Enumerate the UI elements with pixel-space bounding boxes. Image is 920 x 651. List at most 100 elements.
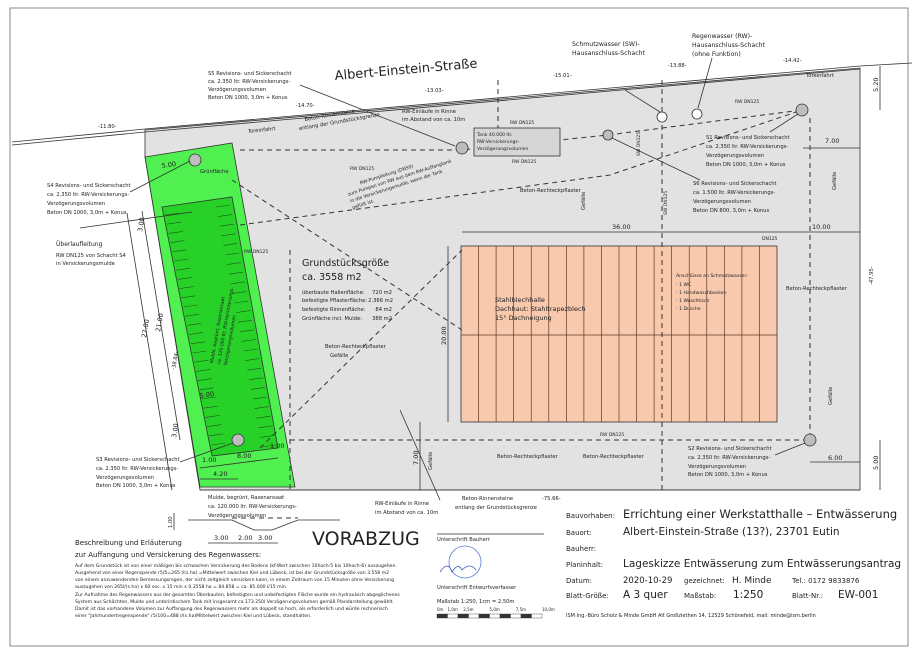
svg-text:Verzögerungsvolumen: Verzögerungsvolumen [47,201,105,207]
slope-hatch [250,387,266,390]
svg-text:Verzögerungsvolumen: Verzögerungsvolumen [706,153,764,159]
scale-segment [531,613,543,619]
label-green-area: Grünfläche [200,169,229,175]
slope-hatch [239,329,254,333]
svg-text:A 3 quer: A 3 quer [623,589,668,601]
svg-text:S1 Revisions- und Sickerschach: S1 Revisions- und Sickerschacht [706,135,790,141]
title-block: Bauvorhaben: Errichtung einer Werkstatth… [566,507,901,619]
slope-hatch [170,240,185,243]
slope-hatch [198,378,213,381]
scale-segment [520,613,532,619]
slope-hatch [166,221,181,225]
svg-text:überbaute Hallenfläche:: überbaute Hallenfläche: [302,290,365,296]
slope-hatch [249,377,264,381]
label-slope: Gefälle [581,192,587,210]
shaft-s3 [231,433,245,447]
label-slope: Gefälle [428,452,434,470]
svg-text:-47.95-: -47.95- [869,266,875,285]
svg-text:Maßstab 1:250, 1cm = 2,50m: Maßstab 1:250, 1cm = 2,50m [437,599,514,605]
svg-text:auszugehen von 265l/(s.ha) x 6: auszugehen von 265l/(s.ha) x 60 sec. x 1… [75,584,287,590]
svg-text:4.20: 4.20 [213,470,227,478]
slope-hatch [187,323,202,326]
slope-hatch [207,424,222,427]
scale-tick-label: 1,0m [448,607,458,612]
svg-text:Dachhaut: Stahltrapezblech: Dachhaut: Stahltrapezblech [495,305,586,313]
svg-text:S5 Revisions- und Sickerschach: S5 Revisions- und Sickerschacht [208,71,292,77]
svg-text:im Abstand von ca. 10m: im Abstand von ca. 10m [402,117,465,123]
slope-hatch [215,204,231,208]
svg-text:27.00: 27.00 [140,319,151,339]
svg-text:von einem anzuwendenden Bemess: von einem anzuwendenden Bemessungsregen,… [75,577,394,583]
svg-text:RW DN125 von Schacht S4: RW DN125 von Schacht S4 [56,253,127,259]
svg-text:Beton DN 800, 3,0m + Konus: Beton DN 800, 3,0m + Konus [693,208,769,214]
shaft-sw-house [656,111,668,123]
svg-text:Hausanschluss-Schacht: Hausanschluss-Schacht [572,50,646,57]
svg-text:Regenwasser (RW)-: Regenwasser (RW)- [692,33,752,40]
leader-s4 [129,160,191,193]
rw-tank [473,127,561,157]
label-pipe: RW DN125 [512,159,536,165]
slope-hatch [196,369,211,372]
street-height: -11.80- [98,124,117,130]
svg-text:Beton DN 1000, 3,0m + Konus: Beton DN 1000, 3,0m + Konus [706,162,786,168]
slope-hatch [203,405,218,409]
shaft-s4 [188,153,202,167]
svg-text:einer "Jahrhundertregenspende": einer "Jahrhundertregenspende" r5/100=48… [75,613,311,619]
svg-text:Schmutzwasser (SW)-: Schmutzwasser (SW)- [572,41,640,48]
svg-text:3.00: 3.00 [258,534,272,542]
slope-hatch [185,313,200,317]
svg-text:entlang der Grundstücksgrenze: entlang der Grundstücksgrenze [455,505,537,511]
leader-s1 [769,113,799,133]
plot-info: Grundstücksgröße ca. 3558 m2 überbaute H… [302,258,393,322]
svg-text:Unterschrift Bauherr: Unterschrift Bauherr [437,537,491,543]
svg-text:5.00: 5.00 [161,160,176,170]
label-slope: Gefälle [832,172,838,190]
label-pipe-sw: SW DN125 [663,191,669,215]
svg-text:720 m2: 720 m2 [372,290,392,296]
label-inlet-top: RW-Einläufe in Rinne im Abstand von ca. 1… [402,109,465,123]
label-rw-shaft: Regenwasser (RW)-Hausanschluss-Schacht(o… [692,33,766,58]
street-height: -15.01- [553,73,572,79]
rw-pump-line [231,179,463,331]
label-tank: Tank 40.000 ltr.RW-Versickerungs-Verzöge… [476,132,529,152]
label-gate-left: Toreinfahrt [247,126,276,135]
shaft-s6 [602,129,614,141]
svg-text:6.00: 6.00 [828,454,842,462]
scale-segment [510,613,522,619]
svg-text:H. Minde: H. Minde [732,576,772,586]
leader-sw [624,89,661,113]
label-pipe-sw: SW DN125 [636,132,642,156]
slope-hatch [194,359,209,363]
slope-hatch [232,291,247,294]
svg-text:RW-Einläufe in Rinne: RW-Einläufe in Rinne [402,109,456,115]
label-paving: Beton-Rechteckpflaster [786,286,848,292]
slope-hatch [230,281,245,285]
slope-hatch [210,442,226,446]
scale-segment [436,613,448,619]
leader-s5 [299,84,456,147]
leader-overflow [79,211,193,229]
svg-text:Stahlblechhalle: Stahlblechhalle [495,296,545,304]
svg-text:Bauort:: Bauort: [566,529,592,537]
label-paving: Beton-Rechteckpflaster [520,188,582,194]
svg-text:S2 Revisions- und Sickerschach: S2 Revisions- und Sickerschacht [688,446,772,452]
svg-text:ca. 120.000 ltr. RW-Versickeru: ca. 120.000 ltr. RW-Versickerungs- [208,504,297,510]
svg-text:2020-10-29: 2020-10-29 [623,576,672,586]
svg-text:5.00: 5.00 [872,456,880,470]
slope-hatch [164,212,180,216]
svg-text:Damit ist das vorhandene Volum: Damit ist das vorhandene Volumen zur Auf… [75,606,388,612]
slope-hatch [201,396,216,400]
slope-hatch [245,358,260,361]
hall-roof-grid [461,246,777,422]
scale-tick-label: 5,0m [490,607,500,612]
svg-text:Mulde, begrünt, Rasenansaat: Mulde, begrünt, Rasenansaat [208,495,284,501]
